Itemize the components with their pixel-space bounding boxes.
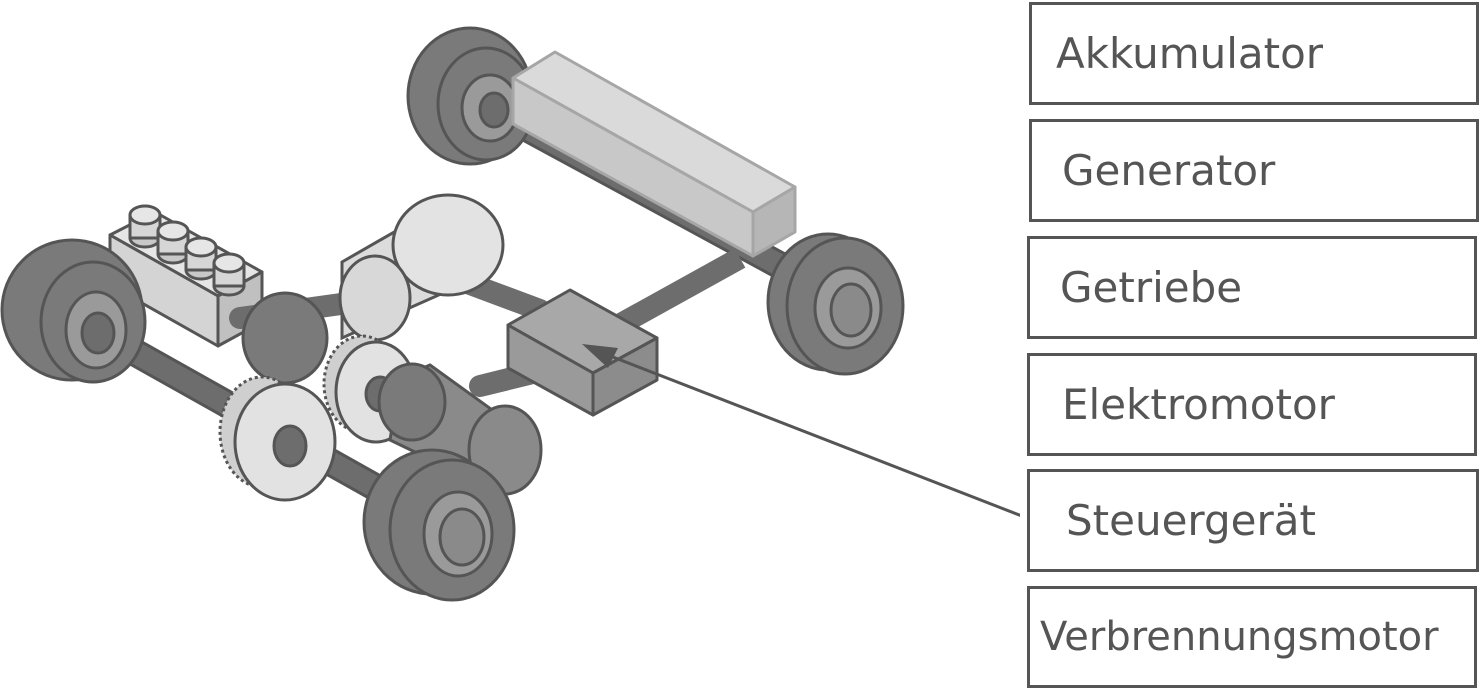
label-getriebe-text: Getriebe [1060, 262, 1243, 312]
electric-motor [377, 362, 543, 496]
rear-right-wheel [766, 232, 905, 376]
label-verbrennungsmotor: Verbrennungsmotor [1027, 586, 1477, 688]
transmission-sphere [241, 291, 329, 385]
rear-left-wheel [406, 26, 536, 166]
control-unit-box [506, 288, 659, 417]
label-getriebe: Getriebe [1027, 236, 1477, 339]
front-right-wheel [362, 448, 516, 602]
label-elektromotor-text: Elektromotor [1062, 379, 1335, 429]
front-left-wheel [0, 238, 147, 384]
pointer-arrow [582, 344, 1020, 517]
engine-cylinders [128, 204, 246, 297]
generator [338, 193, 505, 342]
label-akkumulator-text: Akkumulator [1056, 28, 1324, 78]
large-gear [218, 375, 337, 502]
label-steuergeraet-text: Steuergerät [1066, 495, 1316, 545]
label-generator-text: Generator [1062, 145, 1276, 195]
label-steuergeraet: Steuergerät [1027, 469, 1479, 572]
battery-block [511, 50, 797, 258]
battery-link-shaft [604, 248, 746, 340]
hybrid-drivetrain-diagram [0, 26, 1020, 602]
label-akkumulator: Akkumulator [1029, 2, 1479, 105]
label-elektromotor: Elektromotor [1027, 353, 1477, 456]
label-generator: Generator [1029, 119, 1479, 222]
label-verbrennungsmotor-text: Verbrennungsmotor [1040, 614, 1439, 660]
